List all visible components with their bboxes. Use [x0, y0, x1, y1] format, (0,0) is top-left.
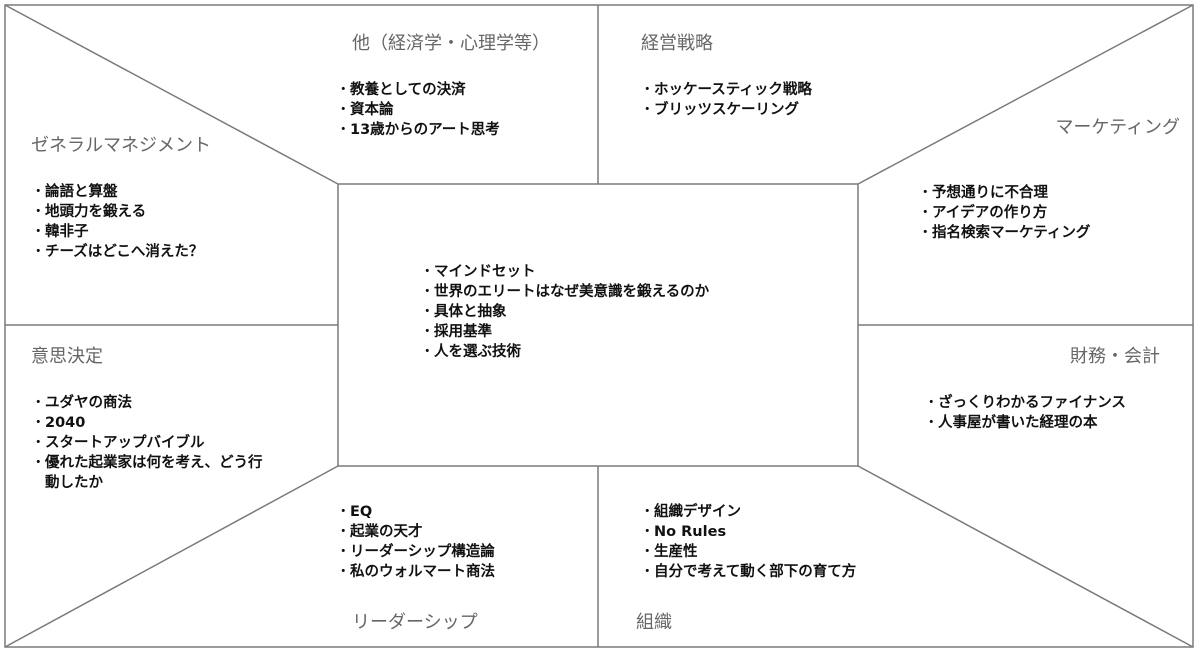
list-item: 13歳からのアート思考: [336, 120, 500, 140]
section-title-strategy: 経営戦略: [641, 33, 713, 54]
diagonal-top-left: [4, 4, 339, 185]
list-item: チーズはどこへ消えた？: [31, 242, 203, 262]
list-item: 韓非子: [31, 222, 203, 242]
list-item: 2040: [31, 413, 271, 433]
section-title-decision-making: 意思決定: [31, 346, 103, 367]
list-item: 人事屋が書いた経理の本: [924, 413, 1126, 433]
list-item: ざっくりわかるファイナンス: [924, 393, 1126, 413]
list-item: 地頭力を鍛える: [31, 202, 203, 222]
list-item: マインドセット: [420, 262, 709, 282]
list-item: 予想通りに不合理: [918, 183, 1090, 203]
list-item: 優れた起業家は何を考え、どう行動したか: [31, 453, 271, 493]
section-list-general-management: 論語と算盤 地頭力を鍛える 韓非子 チーズはどこへ消えた？: [31, 182, 203, 262]
list-item: 指名検索マーケティング: [918, 223, 1090, 243]
list-item: リーダーシップ構造論: [336, 542, 495, 562]
section-title-finance: 財務・会計: [1070, 346, 1160, 367]
list-item: 具体と抽象: [420, 302, 709, 322]
section-title-marketing: マーケティング: [1055, 117, 1180, 138]
section-list-finance: ざっくりわかるファイナンス 人事屋が書いた経理の本: [924, 393, 1126, 433]
diagonal-bottom-right: [857, 465, 1194, 648]
list-item: ブリッツスケーリング: [640, 100, 812, 120]
list-item: アイデアの作り方: [918, 203, 1090, 223]
list-item: 起業の天才: [336, 522, 495, 542]
section-list-leadership: EQ 起業の天才 リーダーシップ構造論 私のウォルマート商法: [336, 502, 495, 582]
section-title-general-management: ゼネラルマネジメント: [31, 135, 211, 156]
list-item: ユダヤの商法: [31, 393, 271, 413]
section-list-decision-making: ユダヤの商法 2040 スタートアップバイブル 優れた起業家は何を考え、どう行動…: [31, 393, 271, 493]
section-title-other: 他（経済学・心理学等）: [352, 33, 550, 54]
list-item: 資本論: [336, 100, 500, 120]
list-item: No Rules: [640, 522, 856, 542]
list-item: 私のウォルマート商法: [336, 562, 495, 582]
list-item: スタートアップバイブル: [31, 433, 271, 453]
list-item: 自分で考えて動く部下の育て方: [640, 562, 856, 582]
section-title-organization: 組織: [636, 612, 672, 633]
list-item: 組織デザイン: [640, 502, 856, 522]
section-list-strategy: ホッケースティック戦略 ブリッツスケーリング: [640, 80, 812, 120]
center-list: マインドセット 世界のエリートはなぜ美意識を鍛えるのか 具体と抽象 採用基準 人…: [420, 262, 709, 362]
section-list-marketing: 予想通りに不合理 アイデアの作り方 指名検索マーケティング: [918, 183, 1090, 243]
list-item: ホッケースティック戦略: [640, 80, 812, 100]
list-item: 論語と算盤: [31, 182, 203, 202]
list-item: 採用基準: [420, 322, 709, 342]
section-list-other: 教養としての決済 資本論 13歳からのアート思考: [336, 80, 500, 140]
list-item: EQ: [336, 502, 495, 522]
section-title-leadership: リーダーシップ: [352, 612, 478, 633]
diagonal-top-right: [857, 4, 1194, 185]
section-list-organization: 組織デザイン No Rules 生産性 自分で考えて動く部下の育て方: [640, 502, 856, 582]
list-item: 人を選ぶ技術: [420, 342, 709, 362]
outer-border: [4, 4, 1194, 648]
list-item: 生産性: [640, 542, 856, 562]
diagonal-bottom-left: [4, 465, 339, 648]
list-item: 世界のエリートはなぜ美意識を鍛えるのか: [420, 282, 709, 302]
list-item: 教養としての決済: [336, 80, 500, 100]
